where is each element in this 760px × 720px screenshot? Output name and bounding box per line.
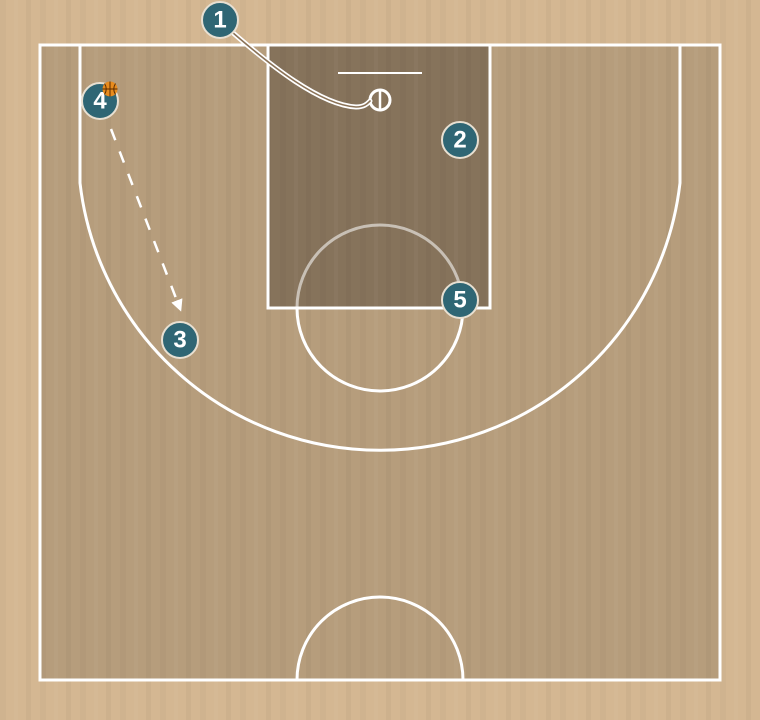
free-throw-circle-upper <box>295 223 465 309</box>
player-circle <box>201 1 239 39</box>
player-2-marker: 2 <box>441 121 479 159</box>
free-throw-lane <box>266 43 492 310</box>
player-3-marker: 3 <box>161 321 199 359</box>
player-4-marker: 4 <box>81 81 119 120</box>
player-circle <box>161 321 199 359</box>
player-label-2: 2 <box>453 127 466 154</box>
pass-arrow-4-to-3 <box>109 128 183 312</box>
player-1-marker: 1 <box>201 1 239 39</box>
player-label-1: 1 <box>213 7 226 34</box>
center-circle <box>295 595 465 681</box>
court-lines <box>38 43 722 682</box>
player-label-4: 4 <box>93 88 107 115</box>
player-label-5: 5 <box>453 287 466 314</box>
basketball-icon <box>102 81 118 97</box>
player-5-marker: 5 <box>441 281 479 319</box>
player-label-3: 3 <box>173 327 186 354</box>
court-floor-grain <box>40 45 720 680</box>
player-circle <box>441 121 479 159</box>
free-throw-circle <box>295 307 465 393</box>
cut-path-1-core <box>231 31 371 108</box>
player-circle <box>441 281 479 319</box>
three-point-line <box>78 45 682 452</box>
